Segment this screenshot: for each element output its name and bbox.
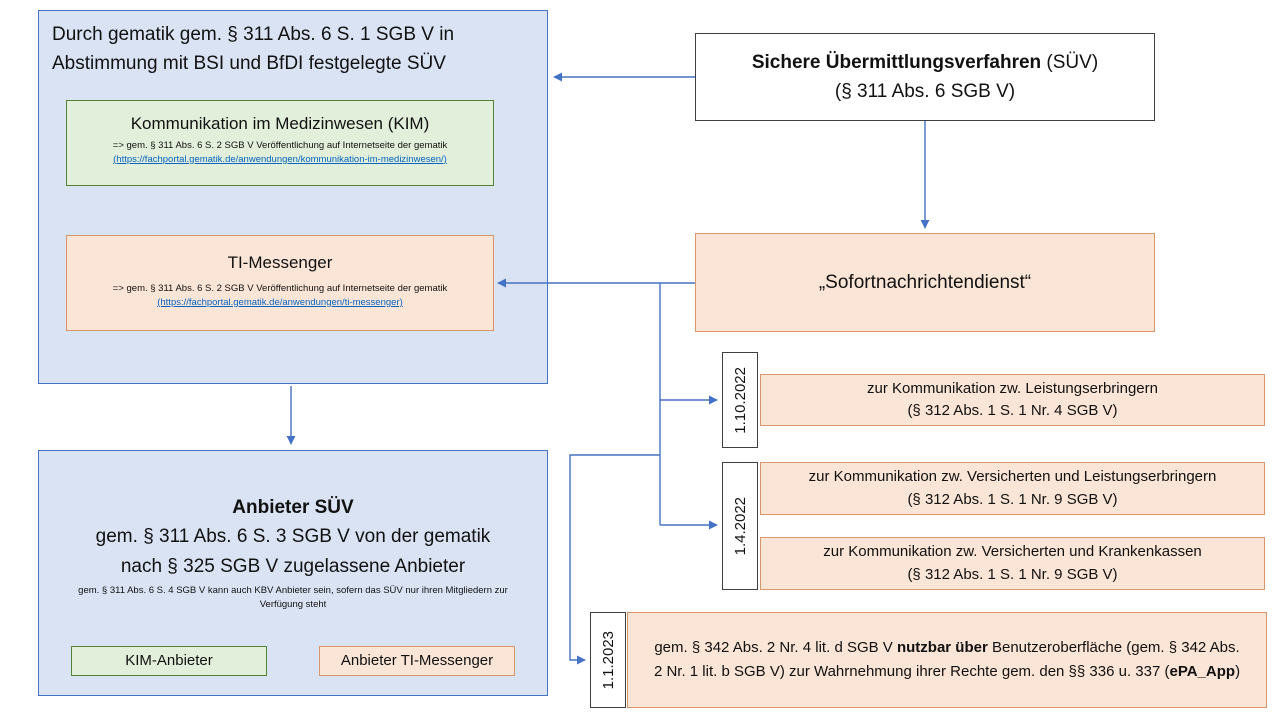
date-label-1-10-2022: 1.10.2022 bbox=[731, 366, 749, 434]
row4-bold2: ePA_App bbox=[1169, 663, 1236, 680]
row4-part1: gem. § 342 Abs. 2 Nr. 4 lit. d SGB V bbox=[654, 639, 897, 656]
kim-title: Kommunikation im Medizinwesen (KIM) bbox=[130, 114, 430, 133]
date-box-1-10-2022: 1.10.2022 bbox=[722, 352, 758, 448]
defined-suev-title-line1: Durch gematik gem. § 311 Abs. 6 S. 1 SGB… bbox=[52, 24, 455, 45]
date-label-1-4-2022: 1.4.2022 bbox=[731, 496, 749, 556]
sofortnachrichtendienst-box: „Sofortnachrichtendienst“ bbox=[695, 233, 1155, 332]
kim-anbieter-label: KIM-Anbieter bbox=[125, 651, 213, 669]
timeline-row-versicherte-krankenkassen: zur Kommunikation zw. Versicherten und K… bbox=[760, 537, 1265, 590]
suev-header-subtitle: (§ 311 Abs. 6 SGB V) bbox=[834, 81, 1016, 102]
defined-suev-title-line2: Abstimmung mit BSI und BfDI festgelegte … bbox=[52, 53, 446, 75]
ti-messenger-title: TI-Messenger bbox=[227, 253, 333, 272]
date-label-1-1-2023: 1.1.2023 bbox=[599, 630, 617, 690]
ti-anbieter-label: Anbieter TI-Messenger bbox=[340, 651, 494, 669]
kim-note: => gem. § 311 Abs. 6 S. 2 SGB V Veröffen… bbox=[112, 140, 448, 151]
suev-header-title-normal: (SÜV) bbox=[1041, 51, 1099, 73]
timeline-row4-text: gem. § 342 Abs. 2 Nr. 4 lit. d SGB V nut… bbox=[650, 636, 1244, 684]
anbieter-line1: gem. § 311 Abs. 6 S. 3 SGB V von der gem… bbox=[95, 526, 491, 548]
anbieter-line2: nach § 325 SGB V zugelassene Anbieter bbox=[120, 555, 466, 577]
anbieter-suev-box: Anbieter SÜV gem. § 311 Abs. 6 S. 3 SGB … bbox=[38, 450, 548, 696]
date-box-1-4-2022: 1.4.2022 bbox=[722, 462, 758, 590]
kim-anbieter-box: KIM-Anbieter bbox=[71, 646, 267, 676]
date-box-1-1-2023: 1.1.2023 bbox=[590, 612, 626, 708]
row4-part3: ) bbox=[1235, 663, 1241, 680]
anbieter-note: gem. § 311 Abs. 6 S. 4 SGB V kann auch K… bbox=[78, 585, 508, 611]
timeline-row2-line1: zur Kommunikation zw. Versicherten und L… bbox=[808, 468, 1217, 485]
ti-anbieter-box: Anbieter TI-Messenger bbox=[319, 646, 515, 676]
timeline-row2-line2: (§ 312 Abs. 1 S. 1 Nr. 9 SGB V) bbox=[907, 490, 1118, 508]
sofortnachrichtendienst-label: „Sofortnachrichtendienst“ bbox=[818, 271, 1032, 293]
suev-header-title: Sichere Übermittlungsverfahren (SÜV) bbox=[752, 48, 1098, 77]
timeline-row3-line1: zur Kommunikation zw. Versicherten und K… bbox=[823, 543, 1202, 560]
row4-part2: Benutzeroberfläche (gem. § 342 Abs. 2 Nr… bbox=[653, 639, 1240, 680]
ti-messenger-link[interactable]: (https://fachportal.gematik.de/anwendung… bbox=[157, 296, 403, 308]
ti-messenger-box: TI-Messenger => gem. § 311 Abs. 6 S. 2 S… bbox=[66, 235, 494, 331]
suev-header-title-bold: Sichere Übermittlungsverfahren bbox=[751, 51, 1042, 73]
timeline-row1-line1: zur Kommunikation zw. Leistungserbringer… bbox=[867, 379, 1158, 397]
suev-header-box: Sichere Übermittlungsverfahren (SÜV) (§ … bbox=[695, 33, 1155, 121]
timeline-row3-line2: (§ 312 Abs. 1 S. 1 Nr. 9 SGB V) bbox=[907, 565, 1118, 583]
timeline-row1-line2: (§ 312 Abs. 1 S. 1 Nr. 4 SGB V) bbox=[907, 402, 1118, 419]
kim-link[interactable]: (https://fachportal.gematik.de/anwendung… bbox=[113, 153, 447, 165]
timeline-row-epa-app: gem. § 342 Abs. 2 Nr. 4 lit. d SGB V nut… bbox=[627, 612, 1267, 708]
defined-suev-title: Durch gematik gem. § 311 Abs. 6 S. 1 SGB… bbox=[39, 11, 547, 79]
row4-bold1: nutzbar über bbox=[896, 639, 988, 656]
timeline-row-versicherte-leistungserbringer: zur Kommunikation zw. Versicherten und L… bbox=[760, 462, 1265, 515]
ti-messenger-note: => gem. § 311 Abs. 6 S. 2 SGB V Veröffen… bbox=[112, 283, 448, 294]
timeline-row-leistungserbringer: zur Kommunikation zw. Leistungserbringer… bbox=[760, 374, 1265, 426]
kim-box: Kommunikation im Medizinwesen (KIM) => g… bbox=[66, 100, 494, 186]
anbieter-title: Anbieter SÜV bbox=[232, 497, 354, 518]
